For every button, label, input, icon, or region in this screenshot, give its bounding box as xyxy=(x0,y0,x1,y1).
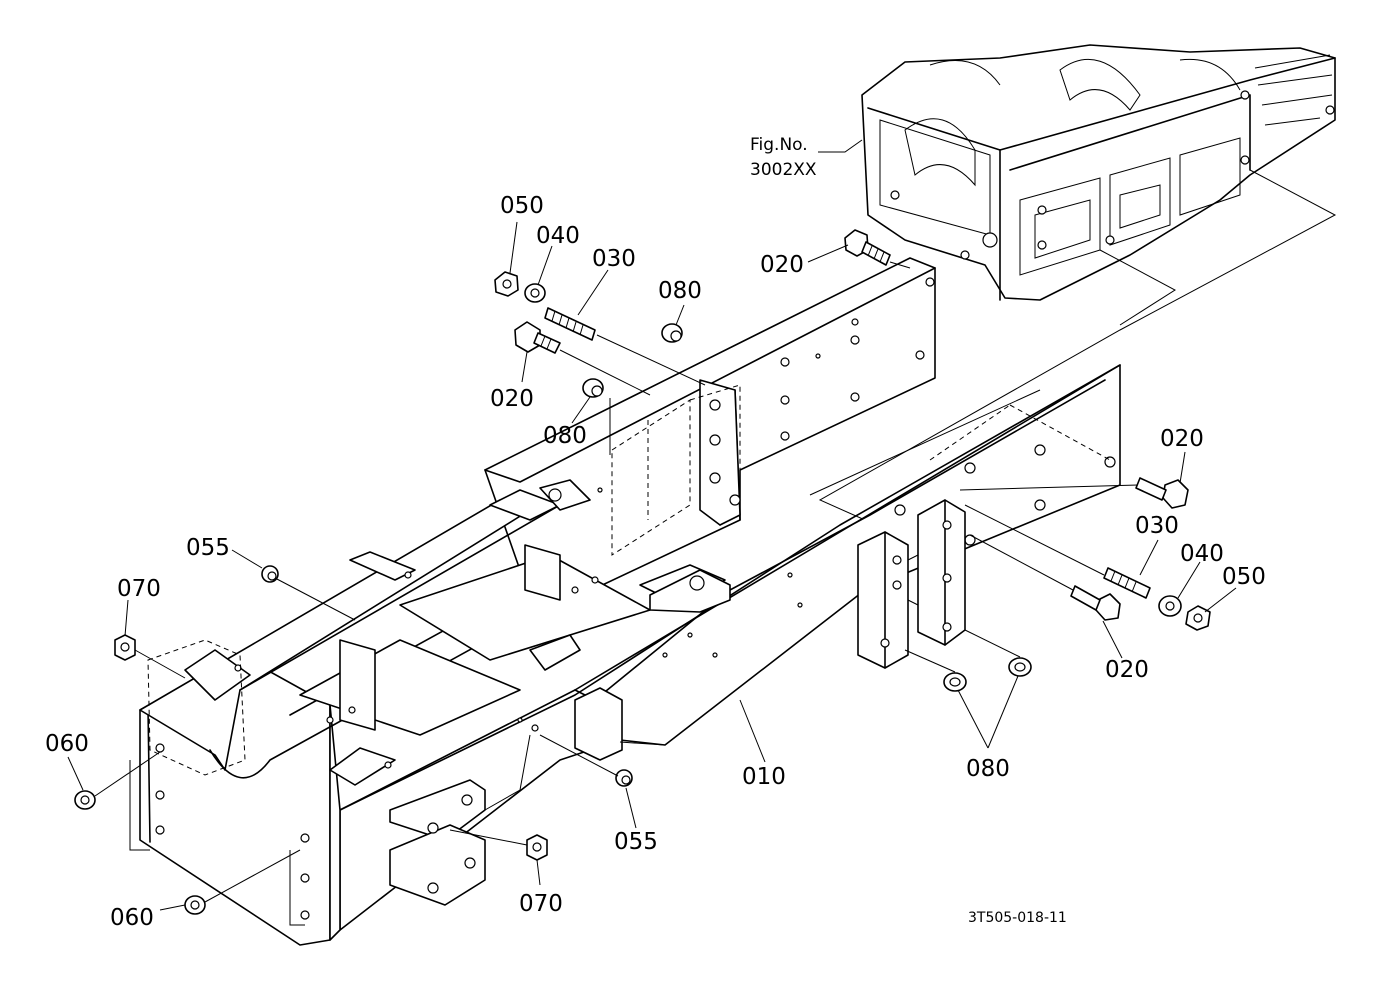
fasteners xyxy=(74,229,1211,915)
callout-060-bottom: 060 xyxy=(110,905,154,931)
callout-055-bottom: 055 xyxy=(614,829,658,855)
callout-070-left: 070 xyxy=(117,576,161,602)
callout-030-right: 030 xyxy=(1135,513,1179,539)
washer-right xyxy=(1158,595,1182,617)
plug-055 xyxy=(261,565,633,787)
plug-080-upper xyxy=(582,323,683,398)
flange-bolt-upper-left xyxy=(514,321,561,354)
figure-ref-line1: Fig.No. xyxy=(750,135,808,155)
callout-020-right-lower: 020 xyxy=(1105,657,1149,683)
callout-040-top: 040 xyxy=(536,223,580,249)
spacer-plates xyxy=(857,499,966,669)
flange-bolt-upper-right xyxy=(844,229,891,266)
engine-block-reference xyxy=(818,44,1337,521)
callout-070-bottom: 070 xyxy=(519,891,563,917)
callout-050-top: 050 xyxy=(500,193,544,219)
callout-050-right: 050 xyxy=(1222,564,1266,590)
callout-020-top-left: 020 xyxy=(490,386,534,412)
callout-020-right-upper: 020 xyxy=(1160,426,1204,452)
assembly-lines xyxy=(94,261,1139,926)
callout-080-top: 080 xyxy=(658,278,702,304)
callout-060-left: 060 xyxy=(45,731,89,757)
stud-bolt-right xyxy=(1103,567,1151,599)
flange-bolt-right-1 xyxy=(1135,477,1189,509)
callout-010: 010 xyxy=(742,764,786,790)
callout-055-left: 055 xyxy=(186,535,230,561)
callout-030-top: 030 xyxy=(592,246,636,272)
flange-bolt-right-2 xyxy=(1070,585,1121,621)
plug-060 xyxy=(74,790,206,915)
plug-080-lower xyxy=(943,657,1032,692)
figure-ref-line2: 3002XX xyxy=(750,160,817,180)
hex-nut-top xyxy=(494,271,519,297)
callout-leaders xyxy=(67,139,1237,911)
callout-080-bottom: 080 xyxy=(966,756,1010,782)
drawing-code: 3T505-018-11 xyxy=(968,910,1067,926)
stud-bolt-top xyxy=(544,307,596,341)
callout-040-right: 040 xyxy=(1180,541,1224,567)
hex-nut-right xyxy=(1185,605,1211,631)
front-frame-assembly xyxy=(139,257,1121,946)
callout-020-top-right: 020 xyxy=(760,252,804,278)
callout-080-mid: 080 xyxy=(543,423,587,449)
washer-top xyxy=(524,283,546,303)
callout-labels: Fig.No. 3002XX 050 040 030 080 020 020 0… xyxy=(45,135,1266,931)
